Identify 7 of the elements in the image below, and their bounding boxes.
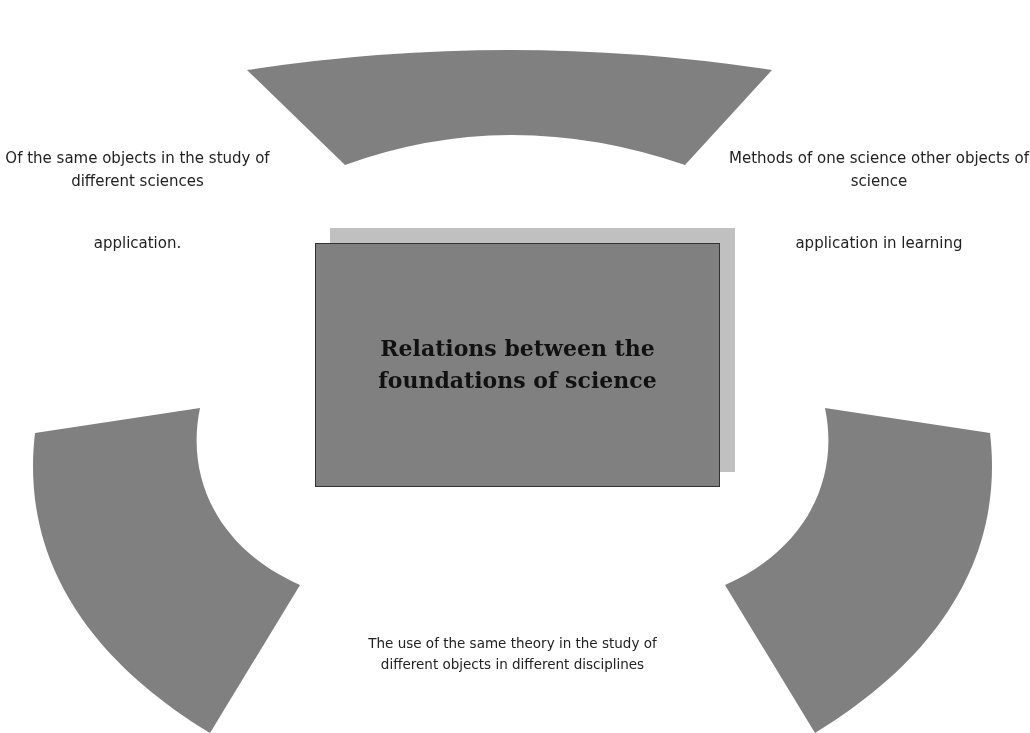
center-box xyxy=(315,243,720,487)
text-label: The use of the same theory in the study of different objects in different disciplines xyxy=(367,634,658,674)
text-label: Methods of one science other objects of science xyxy=(728,148,1030,193)
text-label: application. xyxy=(92,233,183,254)
text-label: application in learning xyxy=(794,233,964,254)
box-title: Relations between the foundations of science xyxy=(377,334,658,395)
text-label: Of the same objects in the study of different sciences xyxy=(4,148,271,193)
